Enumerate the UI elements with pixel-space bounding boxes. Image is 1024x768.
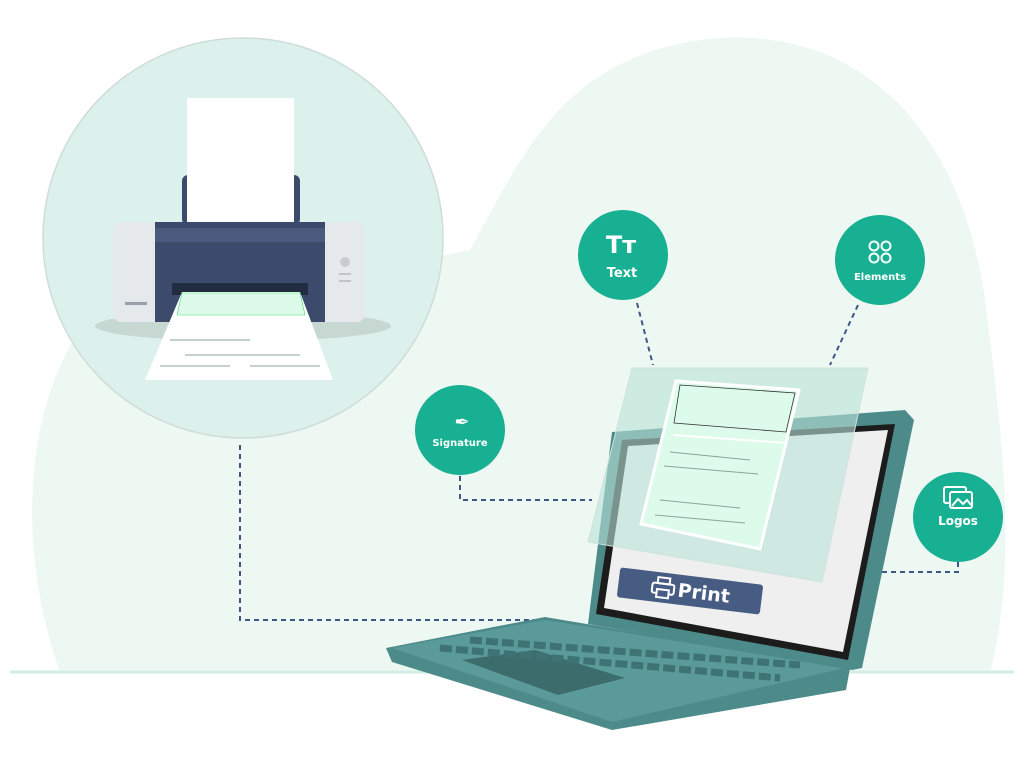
check-document [639,379,801,551]
printer-icon [650,575,676,600]
touchpad [462,650,625,695]
feature-signature: ✒ Signature [415,385,505,475]
feature-elements-label: Elements [854,272,906,283]
feature-text: Tт Text [578,210,668,300]
feature-text-label: Text [607,266,638,281]
pen-nib-icon: ✒ [454,412,469,433]
feature-logos-label: Logos [938,514,978,528]
text-type-icon: Tт [606,231,636,259]
image-gallery-icon [943,486,973,509]
elements-grid-icon [868,240,892,264]
feature-elements: Elements [835,215,925,305]
printer-input-paper [187,98,294,224]
feature-logos: Logos [913,472,1003,562]
printer-illustration [42,37,444,439]
print-button[interactable]: Print [617,567,764,615]
feature-signature-label: Signature [432,438,487,449]
